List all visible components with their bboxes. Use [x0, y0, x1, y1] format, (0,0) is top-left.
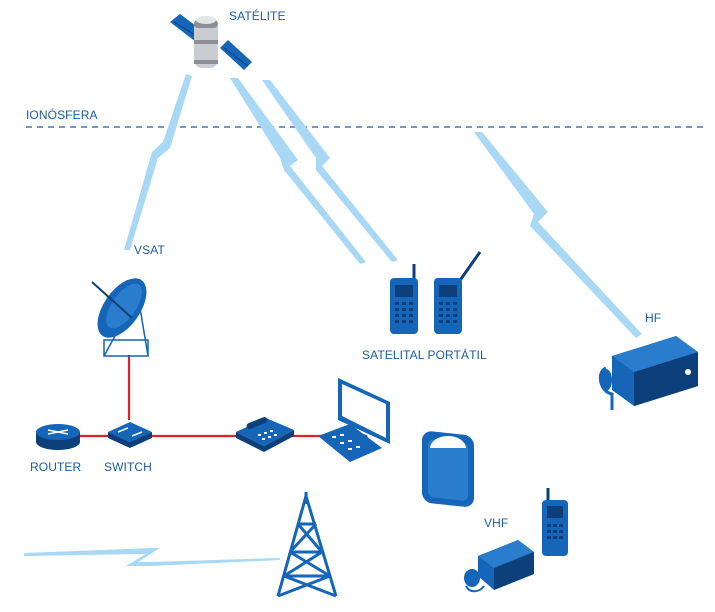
- radio-links: [24, 74, 642, 566]
- vhf-handheld-radio-icon: [542, 488, 568, 556]
- satellite-portable-link-1: [230, 78, 366, 264]
- satellite-label: SATÉLITE: [229, 9, 286, 23]
- switch-label: SWITCH: [104, 460, 152, 474]
- router-label: ROUTER: [30, 460, 82, 474]
- ionosphere-hf-link: [474, 132, 642, 338]
- tower-ground-link: [24, 548, 280, 566]
- switch-icon: [108, 422, 152, 448]
- satellite-portable-label: SATELITAL PORTÁTIL: [362, 348, 487, 362]
- computer-icon: [318, 378, 390, 462]
- user-contact-icon: [422, 409, 474, 507]
- desk-phone-icon: [236, 417, 294, 452]
- vhf-radio-icon: [464, 352, 534, 593]
- satellite-portable-link-2: [262, 80, 398, 262]
- wired-links: [80, 355, 330, 438]
- satellite-portable-phones-icon: [390, 251, 482, 334]
- vhf-label: VHF: [484, 516, 509, 530]
- hf-radio-icon: [598, 175, 698, 410]
- vsat-dish-icon: [91, 278, 149, 357]
- satellite-vsat-link: [124, 74, 192, 250]
- hf-label: HF: [645, 311, 662, 325]
- ionosphere-label: IONÓSFERA: [26, 108, 98, 122]
- radio-tower-icon: [276, 492, 338, 598]
- satellite-icon: [170, 14, 252, 70]
- vsat-label: VSAT: [134, 243, 165, 257]
- router-icon: [36, 424, 80, 450]
